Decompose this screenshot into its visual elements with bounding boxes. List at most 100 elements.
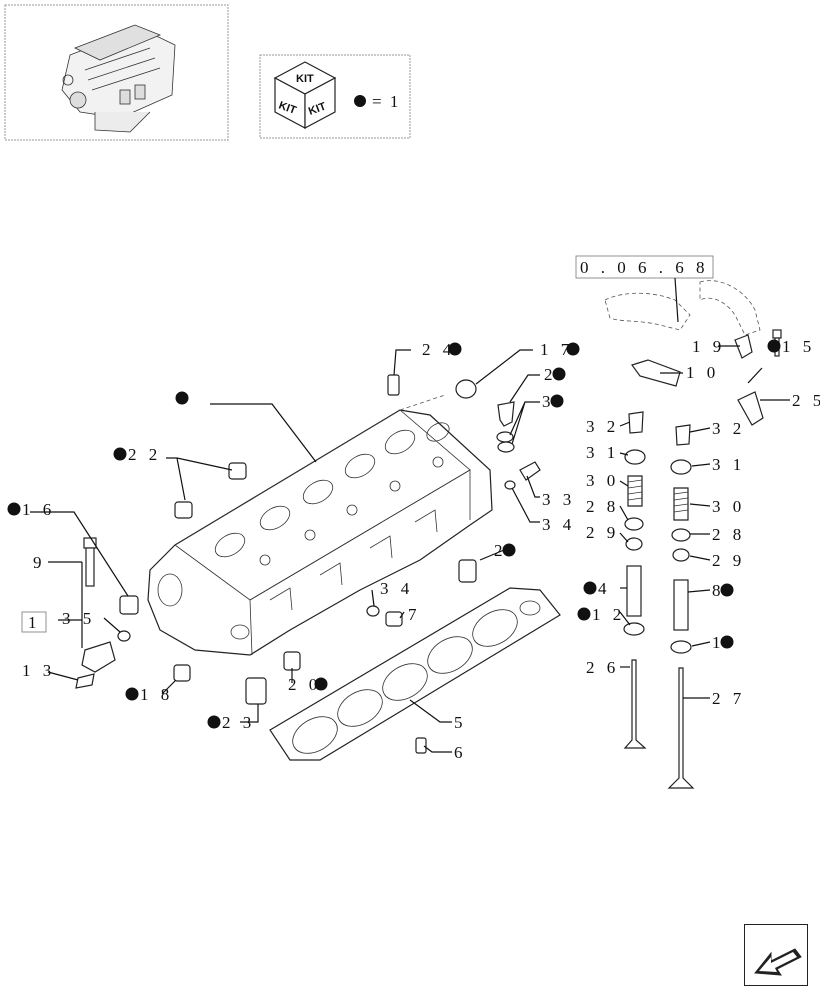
kit-dot-icon bbox=[566, 342, 580, 356]
engine-thumbnail[interactable] bbox=[4, 4, 229, 141]
callout-labels: 2 4 1 7 2 3 2 2 1 6 3 3 3 4 9 2 3 4 7 3 5 1 3 1 8 2 0 2 … bbox=[7, 337, 820, 762]
callout-16[interactable]: 1 6 bbox=[7, 500, 56, 519]
callout-number: 1 0 bbox=[686, 363, 719, 382]
callout-34b[interactable]: 3 4 bbox=[380, 579, 413, 598]
sleeve-23[interactable] bbox=[245, 677, 267, 705]
callout-23[interactable]: 2 3 bbox=[207, 713, 256, 732]
dowel-6[interactable] bbox=[415, 737, 427, 754]
callout-18[interactable]: 1 8 bbox=[125, 685, 174, 704]
dowel-24[interactable] bbox=[387, 374, 400, 396]
callout-25[interactable]: 2 5 bbox=[792, 391, 820, 410]
arrow-icon bbox=[754, 948, 802, 976]
callout-9[interactable]: 9 bbox=[33, 553, 46, 572]
cylinder-head[interactable] bbox=[147, 394, 493, 656]
kit-dot-icon bbox=[448, 342, 462, 356]
ref-code-box[interactable] bbox=[575, 255, 714, 279]
callout-number: 2 9 bbox=[712, 551, 745, 570]
callout-14[interactable]: 1 bbox=[712, 633, 734, 652]
callout-34a[interactable]: 3 4 bbox=[542, 515, 575, 534]
callout-35[interactable]: 3 5 bbox=[62, 609, 95, 628]
callout-7[interactable]: 7 bbox=[408, 605, 421, 624]
callout-30a[interactable]: 3 0 bbox=[586, 471, 619, 490]
kit-top-label: KIT bbox=[296, 73, 314, 85]
leader-lines bbox=[30, 345, 790, 753]
callout-number: 2 bbox=[544, 365, 557, 384]
kit-dot-icon bbox=[720, 635, 734, 649]
kit-dot-icon bbox=[502, 543, 516, 557]
ref-code: 0 . 0 6 . 6 8 bbox=[580, 258, 709, 277]
callout-26[interactable]: 2 6 bbox=[586, 658, 619, 677]
callout-20[interactable]: 2 0 bbox=[288, 675, 328, 694]
callout-12[interactable]: 1 2 bbox=[577, 605, 626, 624]
callout-10[interactable]: 1 0 bbox=[686, 363, 719, 382]
callout-15[interactable]: 1 5 bbox=[767, 337, 816, 356]
assembly-box[interactable] bbox=[21, 611, 47, 633]
cover-plate-assembly[interactable] bbox=[75, 641, 116, 689]
callout-31b[interactable]: 3 1 bbox=[712, 455, 745, 474]
callout-22[interactable]: 2 2 bbox=[113, 445, 162, 464]
callout-number: 1 5 bbox=[782, 337, 815, 356]
callout-number: 3 0 bbox=[586, 471, 619, 490]
kit-dot-icon bbox=[175, 391, 189, 405]
kit-equals-label: = 1 bbox=[372, 92, 400, 111]
callout-number: 3 1 bbox=[586, 443, 619, 462]
callout-32a[interactable]: 3 2 bbox=[586, 417, 619, 436]
callout-24[interactable]: 2 4 bbox=[422, 340, 462, 359]
callout-2a[interactable]: 2 bbox=[544, 365, 566, 384]
callout-number: 3 5 bbox=[62, 609, 95, 628]
callout-6[interactable]: 6 bbox=[454, 743, 467, 762]
callout-number: 4 bbox=[598, 579, 611, 598]
assembly-box-label: 1 bbox=[28, 613, 41, 632]
callout-32b[interactable]: 3 2 bbox=[712, 419, 745, 438]
callout-number: 1 bbox=[712, 633, 725, 652]
callout-19[interactable]: 1 9 bbox=[692, 337, 725, 356]
plug-18[interactable] bbox=[173, 664, 191, 682]
callout-number: 8 bbox=[712, 581, 725, 600]
plug-17[interactable] bbox=[455, 379, 477, 399]
head-gasket[interactable] bbox=[269, 587, 561, 761]
plug-16[interactable] bbox=[119, 595, 139, 615]
callout-30b[interactable]: 3 0 bbox=[712, 497, 745, 516]
callout-number: 3 1 bbox=[712, 455, 745, 474]
seal-35[interactable] bbox=[117, 630, 131, 642]
callout-2b[interactable]: 2 bbox=[494, 541, 516, 560]
callout-4[interactable]: 4 bbox=[583, 579, 611, 598]
seal-ring-3[interactable] bbox=[496, 431, 515, 453]
kit-dot-icon bbox=[207, 715, 221, 729]
rocker-25[interactable] bbox=[737, 367, 764, 426]
callout-29a[interactable]: 2 9 bbox=[586, 523, 619, 542]
kit-dot-icon bbox=[552, 367, 566, 381]
fitting-33[interactable] bbox=[504, 461, 541, 490]
callout-33[interactable]: 3 3 bbox=[542, 490, 575, 509]
callout-13[interactable]: 1 3 bbox=[22, 661, 55, 680]
callout-8[interactable]: 8 bbox=[712, 581, 734, 600]
callout-5[interactable]: 5 bbox=[454, 713, 467, 732]
callout-28a[interactable]: 2 8 bbox=[586, 497, 619, 516]
injector-sleeve-2[interactable] bbox=[497, 401, 515, 427]
plug-20[interactable] bbox=[283, 651, 301, 671]
callout-31a[interactable]: 3 1 bbox=[586, 443, 619, 462]
callout-number: 2 6 bbox=[586, 658, 619, 677]
callout-number: 1 7 bbox=[540, 340, 573, 359]
callout-number: 6 bbox=[454, 743, 467, 762]
plug-2[interactable] bbox=[458, 559, 477, 583]
callout-head[interactable] bbox=[175, 391, 189, 405]
valve-stack-right[interactable] bbox=[667, 424, 695, 789]
callout-28b[interactable]: 2 8 bbox=[712, 525, 745, 544]
kit-left-label: KIT bbox=[277, 100, 298, 117]
callout-number: 2 3 bbox=[222, 713, 255, 732]
callout-29b[interactable]: 2 9 bbox=[712, 551, 745, 570]
valve-stack-left[interactable] bbox=[623, 411, 647, 749]
plug-22[interactable] bbox=[174, 462, 247, 519]
callout-27[interactable]: 2 7 bbox=[712, 689, 745, 708]
callout-17[interactable]: 1 7 bbox=[540, 340, 580, 359]
callout-number: 3 4 bbox=[542, 515, 575, 534]
plug-7[interactable] bbox=[385, 611, 403, 627]
bolt-9[interactable] bbox=[83, 537, 97, 587]
bracket-19[interactable] bbox=[734, 334, 753, 359]
callout-3[interactable]: 3 bbox=[542, 392, 564, 411]
bridge-10[interactable] bbox=[631, 359, 681, 387]
next-page-arrow-button[interactable] bbox=[744, 924, 808, 986]
washer-34[interactable] bbox=[366, 605, 380, 617]
